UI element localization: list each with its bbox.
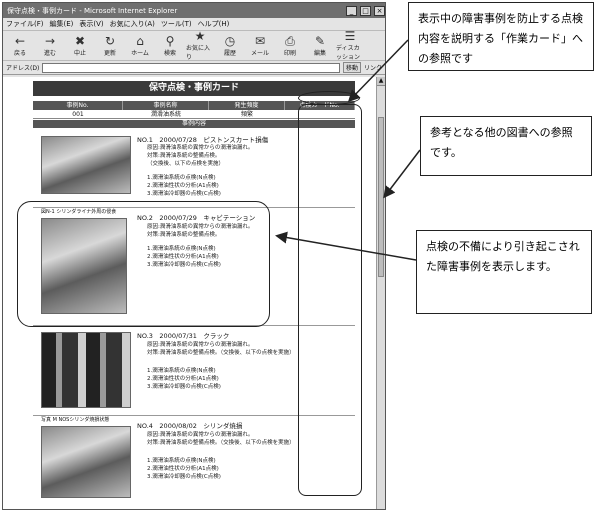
menu-view[interactable]: 表示(V) [79, 20, 104, 28]
case-line: 3.潤滑油冷却器の点検(C点検) [147, 191, 221, 197]
stop-icon: ✖ [74, 33, 86, 48]
menu-favorites[interactable]: お気に入り(A) [109, 20, 155, 28]
case-photo[interactable] [41, 426, 131, 498]
page-content: 保守点検・事例カード 事例No. 事例名称 発生頻度 点検カードNo. 001 … [3, 77, 376, 509]
case-photo[interactable] [41, 218, 127, 314]
window-title: 保守点検・事例カード - Microsoft Internet Explorer [7, 6, 178, 15]
case-line: 対策:潤滑油系統の整備点検。 [147, 232, 221, 238]
case-line: 原因:潤滑油系統の異常からの潤滑油漏れ。 [147, 224, 254, 230]
case-line: （交換後、以下の点検を実施） [147, 161, 225, 167]
case-photo-caption: 図N-1 シリンダライナ外周の侵食 [41, 209, 117, 215]
case-highlight-frame [17, 201, 270, 327]
print-button[interactable]: ⎙印刷 [283, 33, 296, 57]
refresh-icon: ↻ [104, 33, 116, 48]
case-item: NO.1 2000/07/28 ピストンスカート損傷 原因:潤滑油系統の異常から… [33, 130, 355, 208]
case-photo[interactable] [41, 136, 131, 194]
vertical-scrollbar[interactable]: ▲ [376, 77, 385, 509]
case-photo-caption: 写真 M NOSシリンダ焼損状態 [41, 417, 110, 423]
value-frequency: 頻繁 [240, 111, 253, 118]
table-value-row: 001 潤滑油系統 頻繁 [33, 110, 355, 119]
back-button[interactable]: ←戻る [13, 33, 26, 57]
case-line: 原因:潤滑油系統の異常からの潤滑油漏れ。 [147, 342, 254, 348]
case-line: 3.潤滑油冷却器の点検(C点検) [147, 474, 221, 480]
links-button[interactable]: リンク [363, 65, 382, 72]
case-line: 対策:潤滑油系統の整備点検。 [147, 153, 221, 159]
case-line: 1.潤滑油系統の点検(N点検) [147, 368, 216, 374]
note-check-card-reference: 表示中の障害事例を防止する点検内容を説明する「作業カード」への参照です [408, 2, 594, 71]
address-label: アドレス(D) [6, 65, 40, 72]
menu-bar: ファイル(F) 編集(E) 表示(V) お気に入り(A) ツール(T) ヘルプ(… [3, 18, 385, 31]
case-item: 図N-1 シリンダライナ外周の侵食 NO.2 2000/07/29 キャビテーシ… [33, 208, 355, 326]
case-title: NO.4 2000/08/02 シリンダ焼損 [137, 422, 243, 430]
stop-button[interactable]: ✖中止 [73, 33, 86, 57]
toolbar: ←戻る →進む ✖中止 ↻更新 ⌂ホーム ⚲検索 ★お気に入り ◷履歴 ✉メール… [3, 29, 385, 62]
case-line: 対策:潤滑油系統の整備点検。（交換後、以下の点検を実施） [147, 350, 295, 356]
header-frequency: 発生頻度 [209, 101, 285, 110]
case-line: 2.潤滑油性状の分析(A1点検) [147, 254, 219, 260]
case-item: 写真 M NOSシリンダ焼損状態 NO.4 2000/08/02 シリンダ焼損 … [33, 416, 355, 509]
case-line: 3.潤滑油冷却器の点検(C点検) [147, 384, 221, 390]
case-line: 1.潤滑油系統の点検(N点検) [147, 175, 216, 181]
case-line: 1.潤滑油系統の点検(N点検) [147, 246, 216, 252]
home-button[interactable]: ⌂ホーム [131, 33, 149, 57]
refresh-button[interactable]: ↻更新 [103, 33, 116, 57]
history-button[interactable]: ◷履歴 [223, 33, 236, 57]
edit-icon: ✎ [314, 33, 326, 48]
page-banner: 保守点検・事例カード [33, 81, 355, 96]
discussion-button[interactable]: ☰ディスカッション [336, 29, 361, 62]
case-title: NO.3 2000/07/31 クラック [137, 332, 230, 340]
scroll-up-icon[interactable]: ▲ [377, 77, 385, 86]
menu-file[interactable]: ファイル(F) [6, 20, 44, 28]
search-button[interactable]: ⚲検索 [163, 33, 176, 57]
check-card-header-frame [298, 91, 360, 105]
case-line: 原因:潤滑油系統の異常からの潤滑油漏れ。 [147, 432, 254, 438]
case-line: 2.潤滑油性状の分析(A1点検) [147, 183, 219, 189]
arrow-to-references [383, 149, 421, 199]
menu-edit[interactable]: 編集(E) [49, 20, 74, 28]
mail-icon: ✉ [254, 33, 266, 48]
case-title: NO.2 2000/07/29 キャビテーション [137, 214, 256, 222]
browser-window: 保守点検・事例カード - Microsoft Internet Explorer… [2, 2, 386, 510]
search-icon: ⚲ [165, 33, 175, 48]
case-line: 1.潤滑油系統の点検(N点検) [147, 458, 216, 464]
case-item: NO.3 2000/07/31 クラック 原因:潤滑油系統の異常からの潤滑油漏れ… [33, 326, 355, 416]
header-case-no: 事例No. [33, 101, 123, 110]
case-photo[interactable] [41, 332, 131, 408]
discussion-icon: ☰ [344, 29, 356, 43]
title-bar: 保守点検・事例カード - Microsoft Internet Explorer… [3, 3, 385, 18]
case-line: 対策:潤滑油系統の整備点検。（交換後、以下の点検を実施） [147, 440, 295, 446]
printer-icon: ⎙ [285, 33, 295, 48]
go-button[interactable]: 移動 [342, 62, 361, 73]
header-case-name: 事例名称 [123, 101, 209, 110]
case-line: 2.潤滑油性状の分析(A1点検) [147, 376, 219, 382]
favorites-button[interactable]: ★お気に入り [186, 29, 211, 62]
close-button[interactable]: × [374, 5, 385, 16]
maximize-button[interactable]: □ [360, 5, 371, 16]
scroll-thumb[interactable] [378, 117, 384, 277]
case-title: NO.1 2000/07/28 ピストンスカート損傷 [137, 136, 269, 144]
reference-column-frame [298, 104, 362, 496]
menu-tools[interactable]: ツール(T) [160, 20, 192, 28]
forward-arrow-icon: → [44, 33, 56, 48]
mail-button[interactable]: ✉メール [250, 33, 269, 57]
address-bar: アドレス(D) 移動 リンク [3, 61, 385, 75]
value-case-name: 潤滑油系統 [150, 111, 181, 118]
home-icon: ⌂ [136, 33, 144, 48]
minimize-button[interactable]: _ [346, 5, 357, 16]
forward-button[interactable]: →進む [43, 33, 56, 57]
case-line: 3.潤滑油冷却器の点検(C点検) [147, 262, 221, 268]
back-arrow-icon: ← [14, 33, 26, 48]
edit-button[interactable]: ✎編集 [313, 33, 326, 57]
star-icon: ★ [194, 29, 206, 43]
menu-help[interactable]: ヘルプ(H) [197, 20, 230, 28]
history-icon: ◷ [224, 33, 236, 48]
note-failure-case-display: 点検の不備により引き起こされた障害事例を表示します。 [416, 230, 592, 314]
note-other-documents-reference: 参考となる他の図書への参照です。 [420, 116, 592, 176]
address-input[interactable] [42, 62, 340, 73]
value-case-no: 001 [72, 111, 84, 118]
case-line: 原因:潤滑油系統の異常からの潤滑油漏れ。 [147, 145, 254, 151]
case-line: 2.潤滑油性状の分析(A1点検) [147, 466, 219, 472]
case-content-header: 事例内容 [33, 120, 355, 128]
